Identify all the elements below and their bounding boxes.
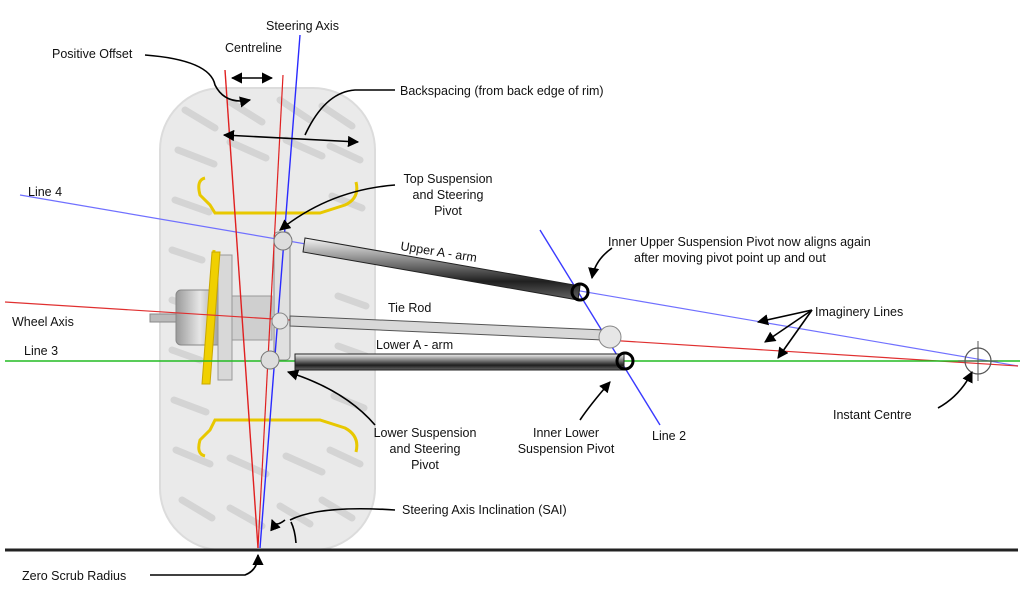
tie-rod-label: Tie Rod — [388, 301, 431, 315]
top-pivot-label-1: Top Suspension — [404, 172, 493, 186]
line2 — [539, 229, 661, 426]
leader-lines — [144, 54, 973, 576]
zero-scrub-label: Zero Scrub Radius — [22, 569, 126, 583]
wheel-axis-label: Wheel Axis — [12, 315, 74, 329]
inner-upper-label-2: after moving pivot point up and out — [634, 251, 826, 265]
inner-lower-label-2: Suspension Pivot — [518, 442, 615, 456]
positive-offset-label: Positive Offset — [52, 47, 133, 61]
lower-arm-label: Lower A - arm — [376, 338, 453, 352]
inner-upper-pivot — [570, 282, 590, 302]
lower-pivot-label-2: and Steering — [390, 442, 461, 456]
inner-lower-label-1: Inner Lower — [533, 426, 599, 440]
line2-label: Line 2 — [652, 429, 686, 443]
inner-upper-label-1: Inner Upper Suspension Pivot now aligns … — [608, 235, 871, 249]
lower-a-arm — [260, 350, 635, 371]
centreline-label: Centreline — [225, 41, 282, 55]
upper-a-arm — [273, 231, 590, 302]
backspacing-label: Backspacing (from back edge of rim) — [400, 84, 604, 98]
top-pivot-label-3: Pivot — [434, 204, 462, 218]
instant-centre-marker — [958, 341, 998, 381]
labels: Steering Axis Centreline Positive Offset… — [12, 19, 912, 583]
steering-axis-label: Steering Axis — [266, 19, 339, 33]
steering-axis-line — [259, 34, 301, 549]
reference-lines — [4, 34, 1020, 549]
lower-pivot-label-3: Pivot — [411, 458, 439, 472]
top-pivot-label-2: and Steering — [413, 188, 484, 202]
tie-rod — [271, 312, 622, 349]
instant-centre-label: Instant Centre — [833, 408, 912, 422]
line4-label: Line 4 — [28, 185, 62, 199]
inner-lower-pivot — [615, 351, 635, 371]
line3-label: Line 3 — [24, 344, 58, 358]
lower-pivot-label-1: Lower Suspension — [374, 426, 477, 440]
centreline — [224, 69, 259, 549]
sai-label: Steering Axis Inclination (SAI) — [402, 503, 567, 517]
imaginery-lines-label: Imaginery Lines — [815, 305, 903, 319]
